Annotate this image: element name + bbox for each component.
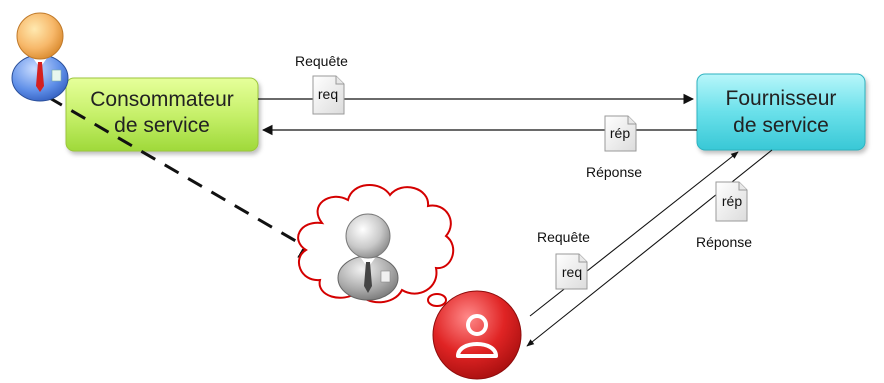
provider-label-line2: de service	[733, 114, 829, 137]
provider-label-line1: Fournisseur	[726, 87, 837, 110]
bottom-request-label: Requête	[537, 229, 590, 245]
bottom-request-document-icon	[555, 253, 588, 290]
bottom-request-doc-label: req	[562, 264, 582, 280]
top-request-doc-label: req	[318, 86, 338, 102]
user-icon	[11, 12, 69, 102]
bottom-response-document-icon	[715, 181, 748, 222]
top-response-doc-label: rép	[610, 125, 630, 141]
consumer-node	[65, 77, 259, 152]
user-circle-icon[interactable]	[432, 290, 522, 380]
bottom-response-doc-label: rép	[722, 193, 742, 209]
consumer-label-line1: Consommateur	[90, 88, 234, 111]
bottom-response-label: Réponse	[696, 234, 752, 250]
user-icon-grey	[337, 213, 399, 301]
consumer-label-line2: de service	[114, 114, 210, 137]
top-request-label: Requête	[295, 53, 348, 69]
top-response-document-icon	[604, 115, 637, 152]
top-request-document-icon	[312, 75, 345, 115]
provider-node	[696, 73, 866, 151]
top-response-label: Réponse	[586, 164, 642, 180]
